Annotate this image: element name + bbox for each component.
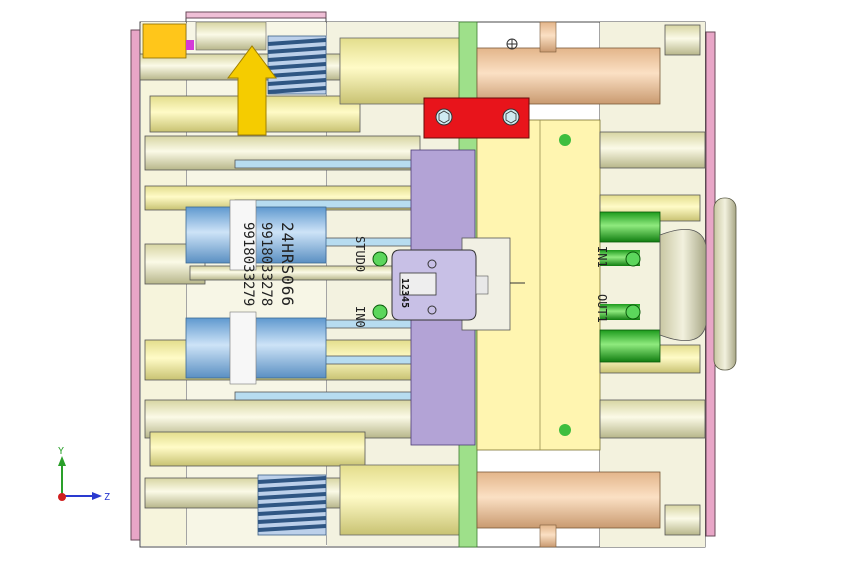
green-pin-2 [599,329,661,363]
label-plate-text: 12345 [399,278,410,308]
axis-z-label: Z [104,492,110,503]
top-left-tan-cylinder [339,37,461,105]
green-port-out1 [625,304,641,320]
marking-line-2: 9918033278 [258,222,274,306]
top-right-tan-cylinder [476,47,661,105]
left-rail [130,29,141,541]
green-dot-bottom [559,424,571,436]
upper-white-collar [229,199,257,271]
yellow-block [142,23,187,59]
green-port-stud0 [372,251,388,267]
green-port-in1 [625,251,641,267]
top-right-tan-cap [539,21,557,53]
top-pink-bar [185,11,327,19]
lower-white-collar [229,311,257,385]
up-arrow-icon [227,45,277,136]
bottom-right-tan-cap [539,524,557,548]
magenta-pin [186,40,194,50]
bottom-right-tan-cylinder [476,471,661,529]
axis-triad: Y Z [58,446,110,503]
right-rods [599,24,706,536]
round-boss [659,228,707,342]
bottom-spring [257,474,327,536]
green-dot-top [559,134,571,146]
axis-y-label: Y [58,446,64,457]
top-spring [267,35,327,95]
green-pin-1 [599,211,661,243]
marking-line-1: 24HRS066 [278,222,297,307]
port-label-in0: IN0 [353,306,367,328]
green-port-in0 [372,304,388,320]
right-flange [713,197,737,371]
port-label-in1: IN1 [595,246,609,268]
port-label-out1: OUT1 [595,294,609,323]
marking-line-3: 9918033279 [240,222,256,306]
port-label-stud0: STUD0 [353,236,367,272]
bottom-left-tan-cylinder [339,464,461,536]
top-cream-block [195,21,267,51]
